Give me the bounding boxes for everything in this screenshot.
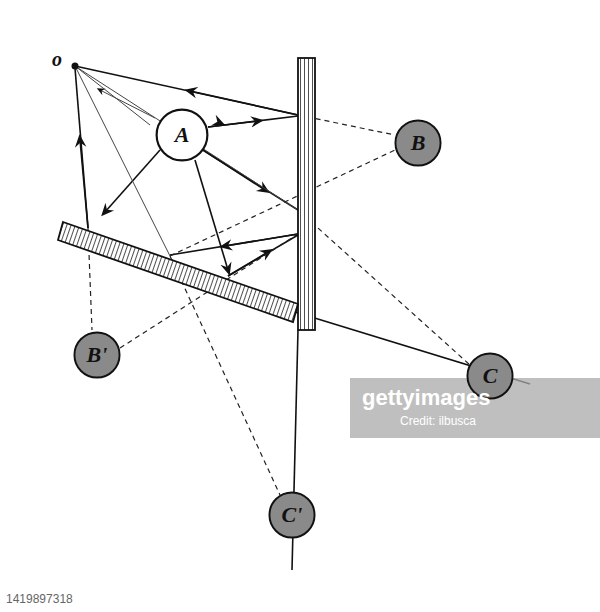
point-label: o xyxy=(52,48,62,71)
circle-label: C' xyxy=(282,502,303,528)
image-circle: C' xyxy=(268,491,316,539)
watermark: gettyimages xyxy=(362,385,490,411)
circle-label: B' xyxy=(87,342,108,368)
image-circle: B xyxy=(394,119,442,167)
circle-label: A xyxy=(175,122,190,148)
object-circle: A xyxy=(155,108,209,162)
image-id: 1419897318 xyxy=(6,592,73,606)
circle-label: B xyxy=(411,130,426,156)
watermark-credit: Credit: ilbusca xyxy=(400,414,476,428)
image-circle: B' xyxy=(73,331,121,379)
